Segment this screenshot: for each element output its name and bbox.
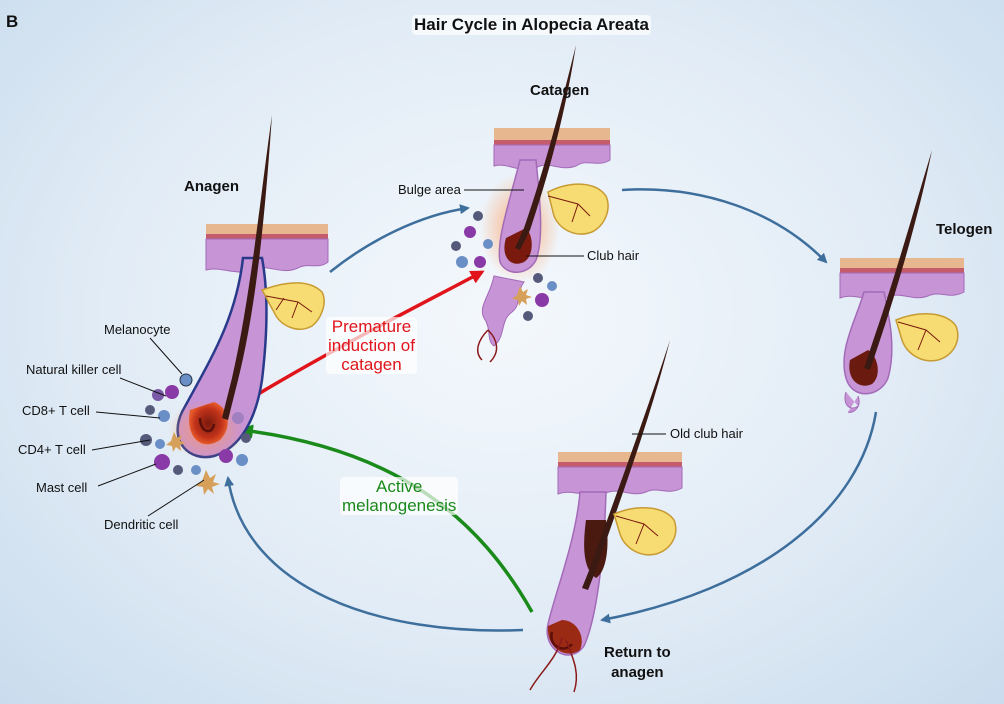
stage-telogen: Telogen xyxy=(936,221,993,238)
active-line2: melanogenesis xyxy=(342,496,457,515)
diagram-title: Hair Cycle in Alopecia Areata xyxy=(412,15,651,35)
premature-line2: induction of xyxy=(328,336,415,355)
leader-cd8 xyxy=(95,411,161,419)
stage-catagen: Catagen xyxy=(530,82,590,99)
arrow-active-melanogenesis xyxy=(239,424,534,613)
immune-cell-cluster xyxy=(140,373,251,495)
label-melanocyte: Melanocyte xyxy=(104,322,171,337)
stage-return-line2: anagen xyxy=(611,664,664,681)
premature-line1: Premature xyxy=(331,317,412,336)
telogen-follicle xyxy=(839,150,965,413)
label-old-club-hair: Old club hair xyxy=(670,426,743,441)
label-cd8-t-cell: CD8+ T cell xyxy=(22,403,90,418)
label-premature-induction: Premature induction of catagen xyxy=(326,317,417,374)
label-mast-cell: Mast cell xyxy=(36,480,88,495)
catagen-follicle xyxy=(451,45,611,363)
return-anagen-follicle xyxy=(529,340,683,693)
leader-cd4 xyxy=(91,439,151,451)
active-line1: Active xyxy=(376,477,423,496)
premature-line3: catagen xyxy=(341,355,402,374)
stage-return-line1: Return to xyxy=(604,644,671,661)
leader-melanocyte xyxy=(149,337,183,375)
leader-dendritic xyxy=(147,479,205,517)
label-natural-killer-cell: Natural killer cell xyxy=(26,362,122,377)
label-dendritic-cell: Dendritic cell xyxy=(104,517,179,532)
panel-letter: B xyxy=(6,12,19,31)
arrow-return-to-anagen xyxy=(224,476,524,632)
label-active-melanogenesis: Active melanogenesis xyxy=(340,477,459,515)
stage-return-anagen: Return to anagen xyxy=(604,643,671,683)
leader-nk xyxy=(119,377,167,397)
anagen-follicle xyxy=(168,115,329,460)
arrow-anagen-to-catagen xyxy=(329,204,470,273)
leader-mast xyxy=(97,463,157,487)
label-club-hair: Club hair xyxy=(587,248,640,263)
label-bulge-area: Bulge area xyxy=(398,182,461,197)
leader-lines xyxy=(91,189,666,517)
label-cd4-t-cell: CD4+ T cell xyxy=(18,442,86,457)
stage-anagen: Anagen xyxy=(184,178,240,195)
arrow-telogen-to-return xyxy=(600,411,878,624)
arrow-catagen-to-telogen xyxy=(621,188,828,264)
